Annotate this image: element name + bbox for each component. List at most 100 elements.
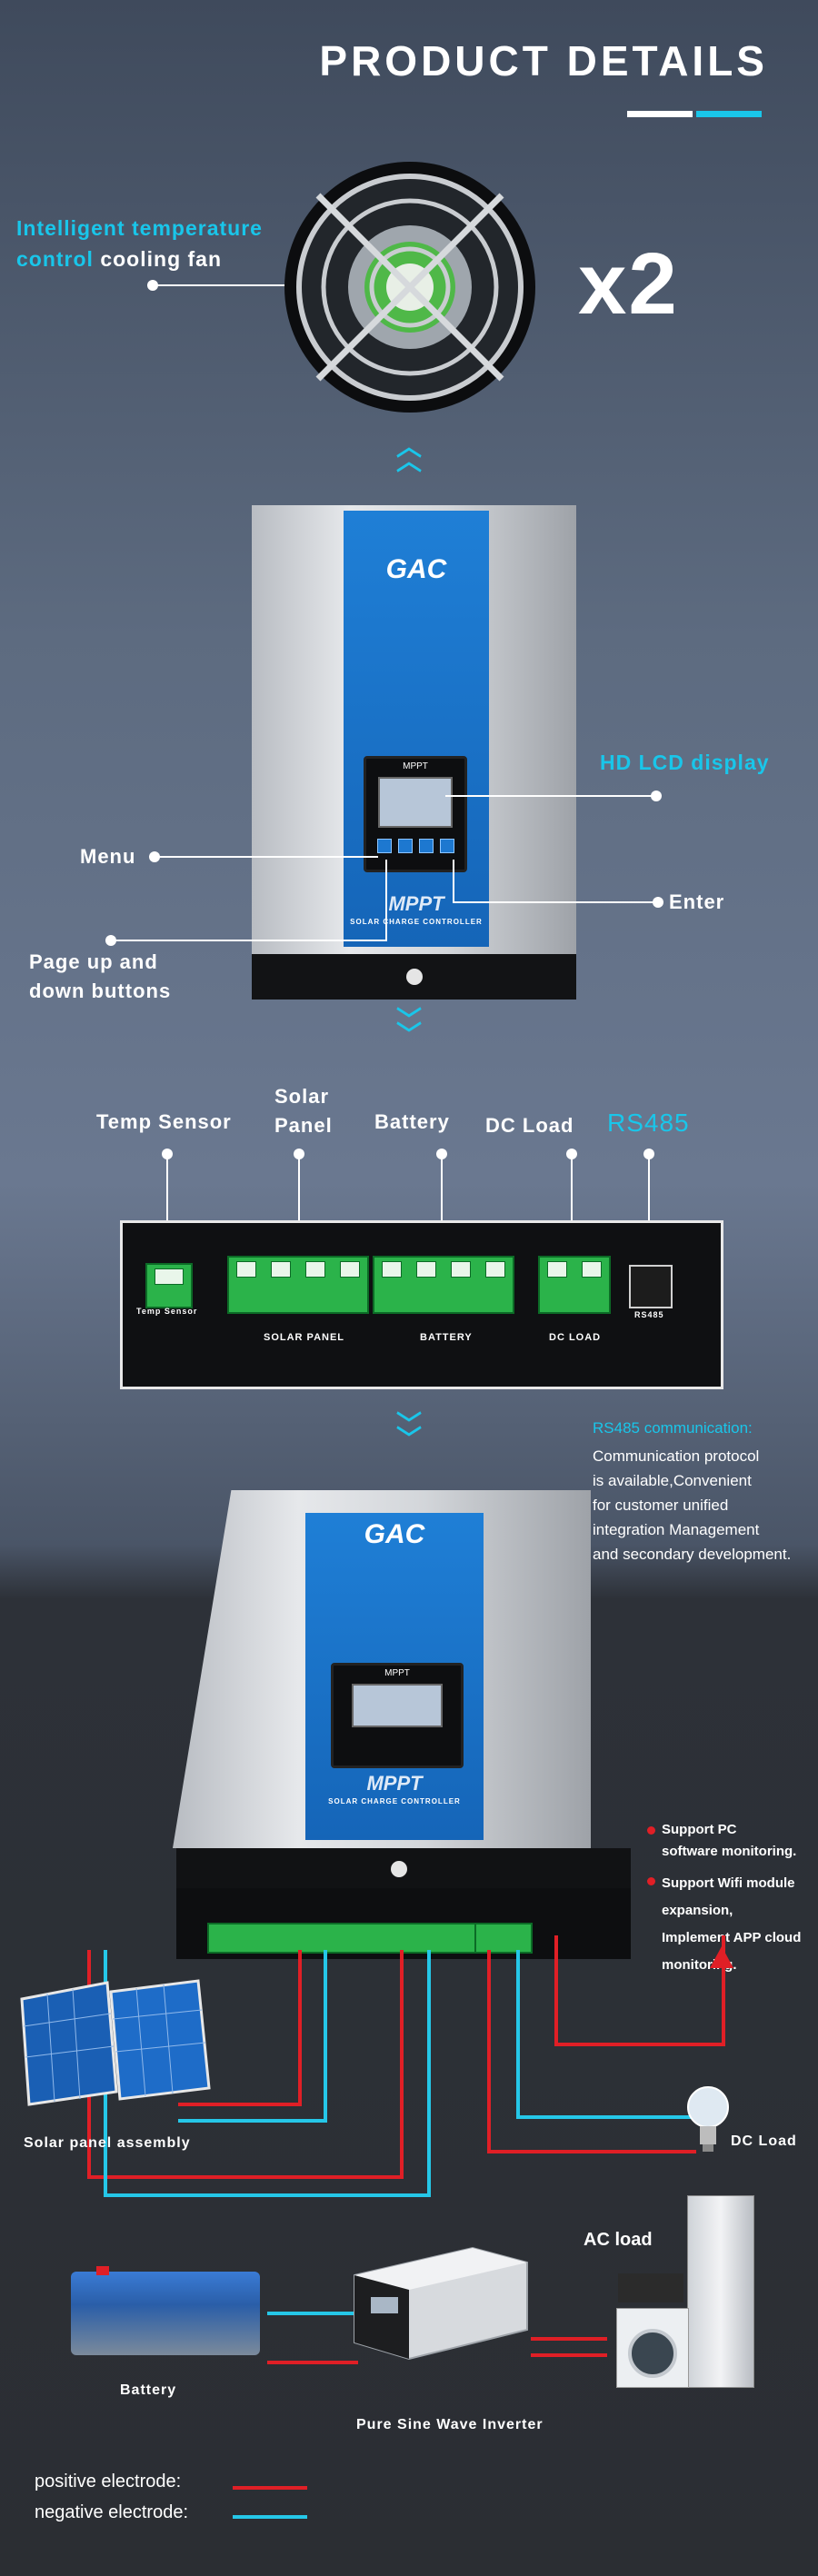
feature-bullet-2: [647, 1877, 655, 1885]
feature-1: Support PC software monitoring.: [662, 1822, 797, 1859]
legend-positive-label: positive electrode:: [35, 2472, 182, 2491]
title-underline-white: [627, 111, 693, 117]
menu-line: [155, 856, 378, 858]
fan-count: x2: [578, 235, 679, 333]
rs485-info-body: Communication protocol is available,Conv…: [593, 1447, 792, 1563]
battery-diagram-label: Battery: [120, 2382, 177, 2398]
chevron-down-icon-2: ﹀﹀: [395, 1410, 422, 1453]
mppt-label-2: MPPT: [366, 1772, 423, 1795]
feature-2: Support Wifi module expansion, Implement…: [662, 1875, 802, 1973]
lcd-buttons: [366, 839, 464, 853]
hd-lcd-line: [445, 795, 653, 797]
solar-positive-wire: [178, 1950, 302, 2106]
inverter-icon: [354, 2246, 528, 2361]
angled-terminal-strip: [207, 1923, 478, 1954]
rs485-port: [629, 1265, 673, 1308]
page-title: PRODUCT DETAILS: [319, 37, 768, 85]
solar-panel-label-line1: Solar: [274, 1085, 330, 1108]
page-label-line2: down buttons: [29, 980, 172, 1002]
lcd-screen-2: [352, 1684, 443, 1727]
controller-subtitle-2: SOLAR CHARGE CONTROLLER: [328, 1797, 461, 1805]
title-underline-cyan: [696, 111, 762, 117]
power-icon-2: [391, 1861, 407, 1877]
enter-label: Enter: [669, 890, 725, 913]
legend-negative-line: [233, 2515, 307, 2519]
power-icon: [406, 969, 423, 985]
menu-label: Menu: [80, 845, 136, 868]
temp-sensor-terminal: [145, 1263, 193, 1308]
dc-load-positive-wire: [487, 1950, 696, 2153]
page-line: [111, 940, 387, 941]
board-solar-label: SOLAR PANEL: [264, 1332, 345, 1343]
controller-blue-band: [344, 511, 489, 947]
rs485-wire: [554, 1935, 725, 2046]
enter-line: [453, 901, 654, 903]
rs485-label: RS485: [607, 1109, 690, 1137]
solar-line: [298, 1154, 300, 1230]
brand-logo-2: GAC: [364, 1519, 425, 1549]
fan-pointer-line: [153, 284, 289, 286]
chevron-down-icon: ﹀﹀: [395, 1006, 422, 1049]
inverter-ac-positive-wire: [531, 2337, 607, 2341]
dc-load-line: [571, 1154, 573, 1230]
enter-dot: [653, 897, 663, 908]
menu-button[interactable]: [376, 839, 392, 853]
inverter-label: Pure Sine Wave Inverter: [356, 2417, 544, 2432]
brand-logo: GAC: [385, 554, 447, 584]
solar-negative-wire: [178, 1950, 327, 2123]
battery-inverter-negative-wire: [267, 2312, 358, 2315]
rs485-line: [648, 1154, 650, 1261]
cooling-fan-icon: [284, 162, 535, 413]
lcd-title: MPPT: [403, 761, 428, 771]
dc-load-negative-wire: [516, 1950, 696, 2119]
arrow-up-icon: [710, 1946, 733, 1968]
solar-panel-label-line2: Panel: [274, 1114, 333, 1137]
temp-sensor-label: Temp Sensor: [96, 1110, 232, 1133]
dc-load-terminal: [538, 1256, 611, 1314]
board-rs485-label: RS485: [634, 1310, 664, 1319]
solar-panel-assembly-label: Solar panel assembly: [24, 2135, 191, 2151]
hd-lcd-dot: [651, 791, 662, 801]
hd-lcd-label: HD LCD display: [600, 751, 770, 774]
battery-icon: [71, 2272, 260, 2355]
mppt-label: MPPT: [388, 892, 444, 915]
lcd-screen: [378, 777, 453, 828]
fan-label-line2: control cooling fan: [16, 247, 223, 271]
battery-label: Battery: [374, 1110, 450, 1133]
solar-panel-terminal: [227, 1256, 369, 1314]
battery-positive-terminal: [96, 2266, 109, 2275]
dc-load-label: DC Load: [485, 1114, 574, 1137]
lcd-panel: MPPT: [364, 756, 467, 872]
ac-load-label: AC load: [584, 2230, 653, 2250]
board-dc-load-label: DC LOAD: [549, 1332, 602, 1343]
microwave-icon: [618, 2273, 683, 2302]
feature-bullet-1: [647, 1826, 655, 1835]
enter-button[interactable]: [439, 839, 454, 853]
temp-line: [166, 1154, 168, 1261]
enter-line-vertical: [453, 860, 454, 901]
battery-terminal: [373, 1256, 514, 1314]
dc-load-diagram-label: DC Load: [731, 2133, 797, 2149]
board-temp-label: Temp Sensor: [136, 1307, 198, 1316]
page-line-vertical: [385, 860, 387, 941]
battery-inverter-positive-wire: [267, 2361, 358, 2364]
lcd-panel-2: MPPT: [331, 1663, 464, 1768]
page-up-button[interactable]: [397, 839, 413, 853]
battery-line: [441, 1154, 443, 1230]
fan-label-line1: Intelligent temperature: [16, 216, 263, 240]
legend-negative-label: negative electrode:: [35, 2502, 189, 2522]
chevron-up-icon: ︿︿: [395, 433, 422, 475]
page-down-button[interactable]: [418, 839, 434, 853]
solar-panel-icon: [20, 1979, 211, 2106]
inverter-ac-positive-wire-2: [531, 2353, 607, 2357]
refrigerator-icon: [687, 2195, 754, 2388]
lcd-title-2: MPPT: [384, 1668, 410, 1678]
legend-positive-line: [233, 2486, 307, 2490]
light-bulb-icon: [687, 2086, 729, 2152]
rs485-info-title: RS485 communication:: [593, 1419, 753, 1437]
angled-dc-strip: [474, 1923, 533, 1954]
controller-subtitle: SOLAR CHARGE CONTROLLER: [350, 918, 483, 926]
page-label-line1: Page up and: [29, 950, 158, 973]
board-battery-label: BATTERY: [420, 1332, 473, 1343]
washing-machine-icon: [616, 2308, 689, 2388]
